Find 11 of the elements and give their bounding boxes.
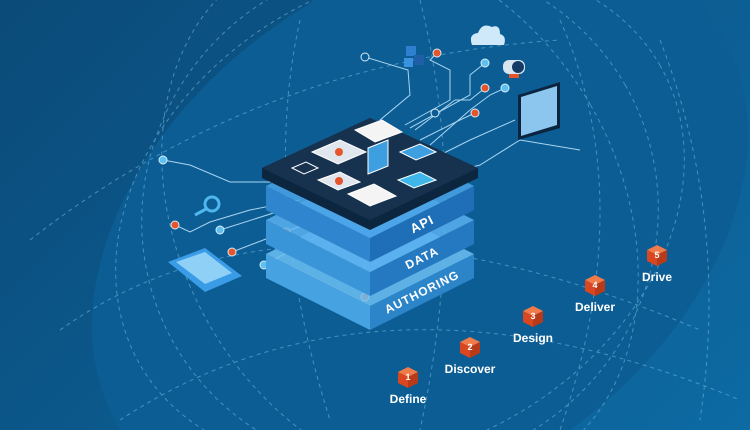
step-label: Deliver xyxy=(574,300,616,314)
step-label: Discover xyxy=(444,362,496,376)
step-number: 1 xyxy=(404,372,412,382)
layer-label: API xyxy=(408,212,436,236)
step-number: 2 xyxy=(466,342,474,352)
step-label: Define xyxy=(390,392,426,406)
step-number: 5 xyxy=(653,250,660,260)
step-label: Design xyxy=(513,331,553,345)
step-label: Drive xyxy=(642,270,672,284)
step-number: 4 xyxy=(591,280,598,290)
step-number: 3 xyxy=(529,311,536,321)
